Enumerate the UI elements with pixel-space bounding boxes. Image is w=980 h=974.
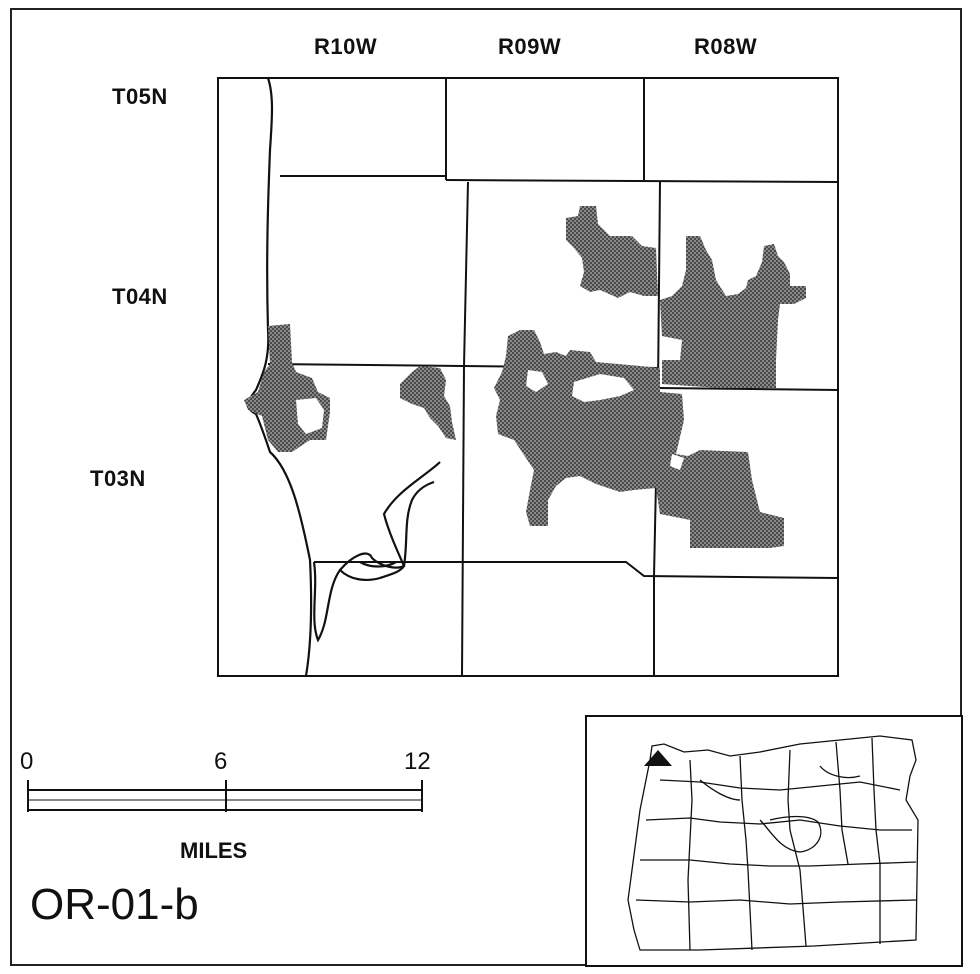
range-label-r10w: R10W	[314, 34, 378, 59]
township-label-t05n: T05N	[112, 84, 168, 109]
oregon-inset-map	[627, 735, 919, 951]
parcel-r10w-east	[400, 366, 456, 440]
map-frame	[10, 8, 962, 966]
shaded-parcels	[244, 206, 806, 548]
township-label-t04n: T04N	[112, 284, 168, 309]
scale-bar	[27, 780, 423, 812]
parcel-r08w-north	[660, 236, 806, 388]
range-label-r08w: R08W	[694, 34, 758, 59]
parcel-r09w-north	[566, 206, 658, 298]
triangle-locator-icon	[644, 750, 672, 766]
scale-tick-6: 6	[214, 748, 228, 775]
parcel-holes	[296, 370, 684, 470]
scale-unit-label: MILES	[180, 838, 248, 863]
township-label-t03n: T03N	[90, 466, 146, 491]
scale-tick-12: 12	[404, 748, 431, 775]
scale-tick-0: 0	[20, 748, 34, 775]
parcel-r09w-central	[494, 330, 784, 548]
range-label-r09w: R09W	[498, 34, 562, 59]
map-id-label: OR-01-b	[30, 880, 199, 929]
